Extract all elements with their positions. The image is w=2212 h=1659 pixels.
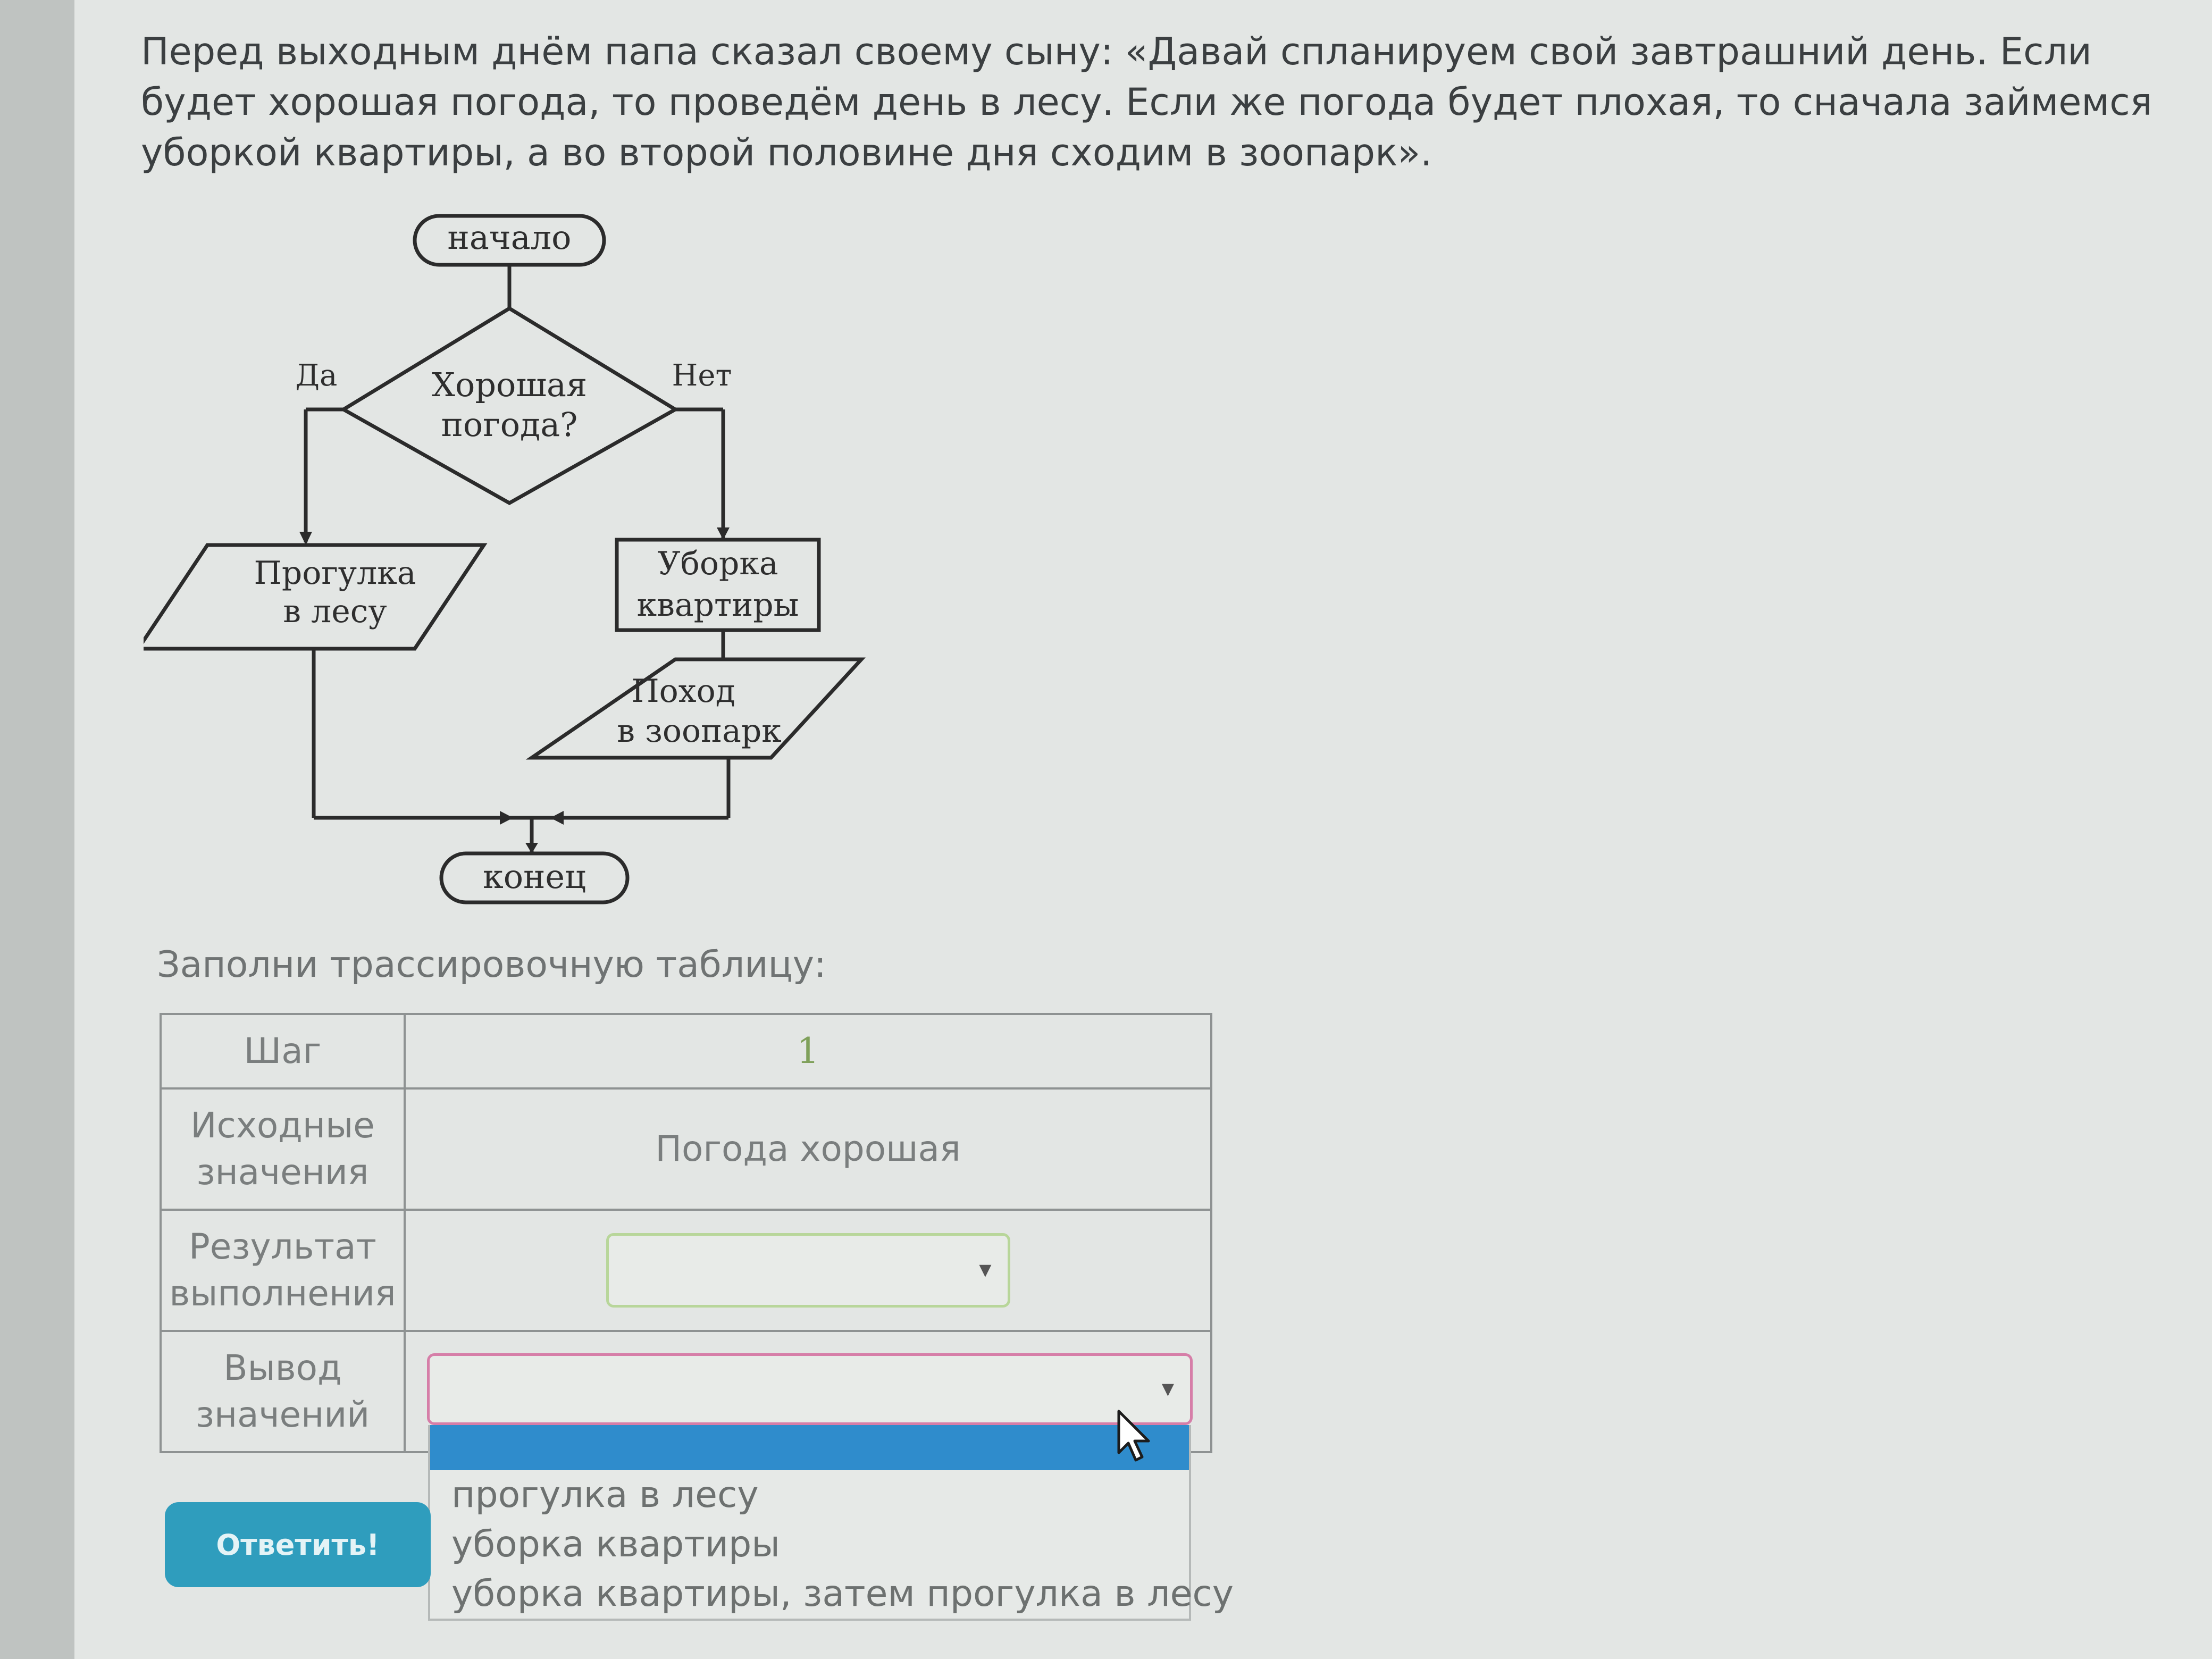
flowchart: начало Хорошая погода? Да Нет Прогулка в… — [144, 214, 866, 904]
end-label: конец — [483, 857, 586, 896]
table-row: Исходные значения Погода хорошая — [160, 1087, 1212, 1211]
dropdown-option-walk[interactable]: прогулка в лесу — [451, 1474, 759, 1516]
screen-edge — [0, 0, 74, 1659]
decision-label-line1: Хорошая — [432, 365, 587, 404]
start-label: начало — [448, 218, 572, 257]
cleaning-label-line2: квартиры — [637, 586, 799, 624]
zoo-label-line1: Поход — [631, 673, 735, 710]
decision-diamond — [340, 306, 679, 506]
walk-label-line2: в лесу — [283, 593, 387, 630]
no-label: Нет — [672, 358, 732, 393]
yes-label: Да — [296, 358, 338, 393]
no-arrowhead — [717, 527, 730, 540]
merge-arrowhead-left — [500, 811, 513, 825]
walk-io-block — [144, 543, 488, 651]
trace-table: Шаг 1 Исходные значения Погода хорошая Р… — [160, 1013, 1212, 1453]
merge-arrowhead-right — [550, 811, 564, 825]
walk-label-line1: Прогулка — [254, 555, 416, 592]
initial-values-value: Погода хорошая — [404, 1087, 1212, 1211]
result-cell: ▼ — [404, 1209, 1212, 1332]
output-label: Вывод значений — [160, 1330, 406, 1453]
yes-arrowhead — [299, 532, 312, 545]
task-text: Перед выходным днём папа сказал своему с… — [141, 30, 2152, 174]
dropdown-option-cleaning-then-walk[interactable]: уборка квартиры, затем прогулка в лесу — [451, 1573, 1234, 1615]
decision-label-line2: погода? — [441, 405, 578, 444]
mouse-cursor-icon — [1117, 1410, 1150, 1462]
result-label: Результат выполнения — [160, 1209, 406, 1332]
cleaning-label-line1: Уборка — [657, 545, 778, 582]
end-terminal — [439, 851, 630, 904]
dropdown-option-empty[interactable] — [430, 1425, 1189, 1470]
table-row: Результат выполнения ▼ — [160, 1209, 1212, 1332]
step-value: 1 — [404, 1013, 1212, 1090]
zoo-io-block — [525, 657, 866, 760]
dropdown-option-cleaning[interactable]: уборка квартиры — [451, 1523, 780, 1565]
output-select[interactable]: ▼ — [427, 1353, 1193, 1425]
cleaning-process-block — [615, 538, 821, 632]
chevron-down-icon: ▼ — [1161, 1379, 1174, 1398]
initial-values-label: Исходные значения — [160, 1087, 406, 1211]
output-dropdown-list: прогулка в лесу уборка квартиры уборка к… — [428, 1425, 1234, 1621]
table-prompt: Заполни трассировочную таблицу: — [157, 944, 826, 986]
submit-button[interactable]: Ответить! — [165, 1502, 431, 1587]
result-select[interactable]: ▼ — [606, 1233, 1010, 1308]
end-arrowhead — [525, 843, 538, 853]
step-label: Шаг — [160, 1013, 406, 1090]
table-row: Шаг 1 — [160, 1013, 1212, 1090]
zoo-label-line2: в зоопарк — [617, 713, 782, 750]
chevron-down-icon: ▼ — [979, 1261, 992, 1279]
